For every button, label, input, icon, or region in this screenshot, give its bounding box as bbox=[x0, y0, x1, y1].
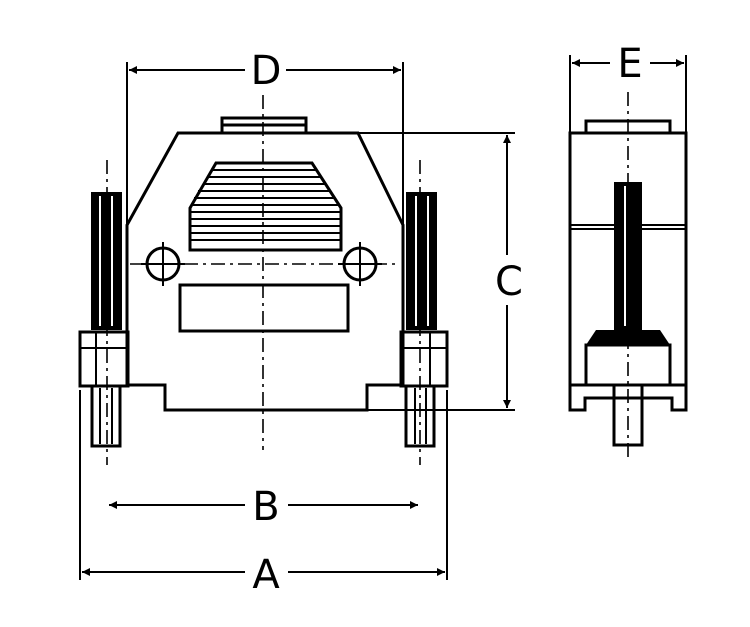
cable-grille bbox=[188, 161, 343, 252]
dimension-label-e: E bbox=[617, 41, 642, 87]
dimension-label-c: C bbox=[495, 259, 523, 305]
dimension-label-d: D bbox=[251, 48, 282, 94]
dimension-label-a: A bbox=[252, 552, 280, 598]
front-view bbox=[78, 95, 449, 465]
dimension-label-b: B bbox=[252, 484, 279, 530]
left-jack-screw bbox=[78, 192, 130, 448]
dimension-lines bbox=[79, 55, 687, 580]
hood-outline bbox=[125, 123, 405, 412]
top-cable-tab bbox=[220, 116, 308, 135]
side-view bbox=[568, 92, 688, 462]
right-jack-screw bbox=[399, 192, 449, 448]
connector-window bbox=[178, 283, 350, 333]
